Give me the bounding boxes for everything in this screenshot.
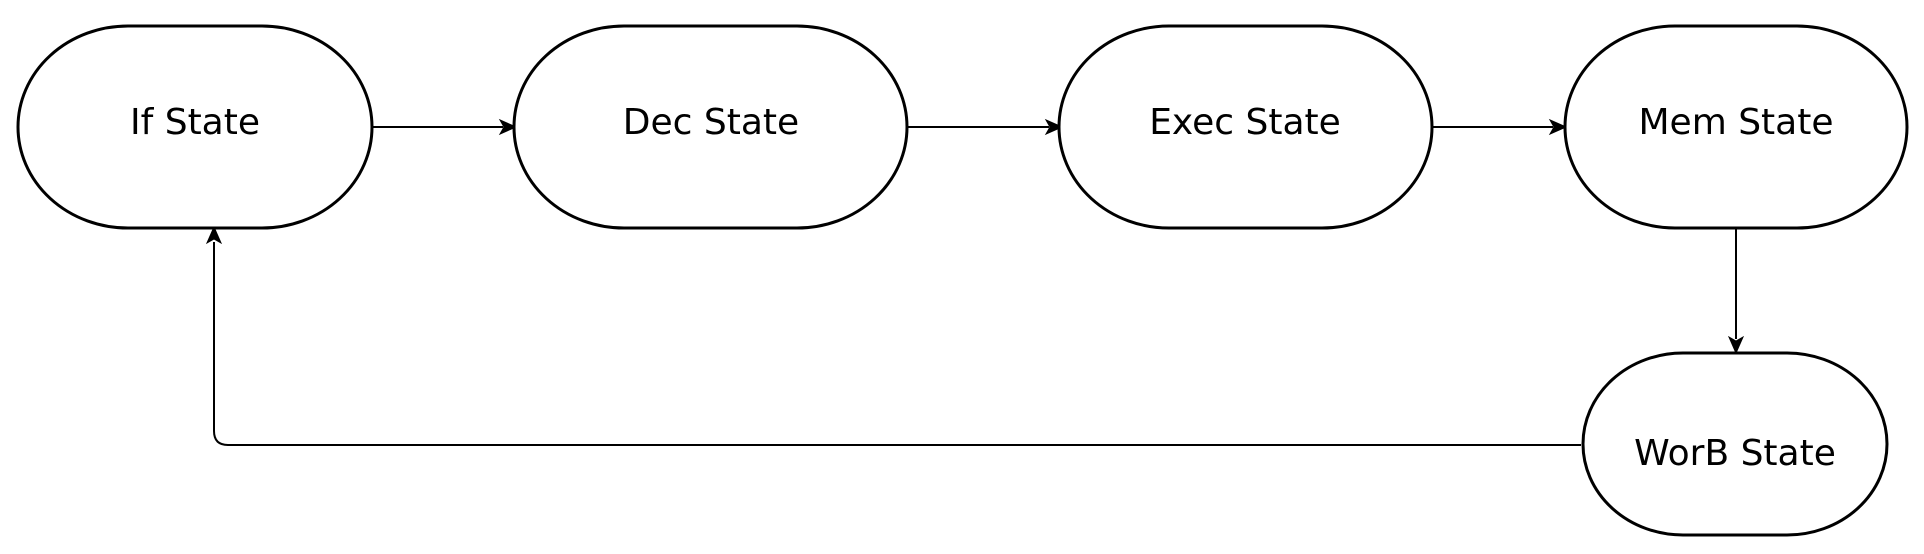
state-node-mem[interactable]: Mem State — [1563, 24, 1909, 230]
edges — [205, 118, 1745, 446]
state-node-worb[interactable]: WorB State — [1581, 351, 1889, 537]
state-node-if[interactable]: If State — [16, 24, 374, 230]
edge-mem-to-worb — [1727, 229, 1745, 355]
edge-exec-to-mem — [1431, 118, 1568, 136]
state-label: Mem State — [1638, 102, 1833, 143]
state-label: WorB State — [1634, 433, 1836, 474]
edge-if-to-dec — [372, 118, 518, 136]
state-label: Exec State — [1149, 102, 1341, 143]
state-label: Dec State — [623, 102, 799, 143]
state-node-dec[interactable]: Dec State — [512, 24, 909, 230]
state-node-exec[interactable]: Exec State — [1057, 24, 1434, 230]
state-label: If State — [130, 102, 260, 143]
edge-dec-to-exec — [907, 118, 1064, 136]
edge-worb-to-if — [205, 225, 1581, 446]
